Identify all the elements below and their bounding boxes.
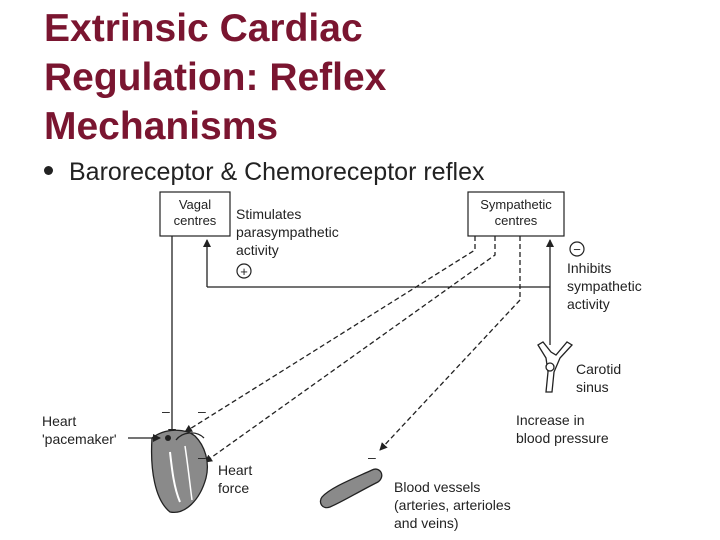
force-line-2: force <box>218 480 249 496</box>
title-line-2: Regulation: Reflex <box>44 56 387 99</box>
heart-force-label: Heart force <box>218 462 252 496</box>
stimulates-line-1: Stimulates <box>236 206 301 222</box>
inhibits-line-1: Inhibits <box>567 260 611 276</box>
minus-mark-1: – <box>162 403 170 419</box>
heart-label-line-1: Heart <box>42 413 76 429</box>
heart-pacemaker-label: Heart 'pacemaker' <box>42 413 117 447</box>
vagal-box-line-1: Vagal <box>179 197 211 212</box>
inhibits-line-2: sympathetic <box>567 278 642 294</box>
pressure-line-1: Increase in <box>516 412 584 428</box>
pressure-line-2: blood pressure <box>516 430 609 446</box>
bullet-dot-icon <box>44 165 53 175</box>
sympathetic-box-line-2: centres <box>495 213 538 228</box>
minus-mark-2: – <box>198 403 206 419</box>
title-line-3: Mechanisms <box>44 105 279 148</box>
plus-sign-text: + <box>240 264 248 279</box>
force-line-1: Heart <box>218 462 252 478</box>
heart-label-line-2: 'pacemaker' <box>42 431 117 447</box>
stimulates-line-2: parasympathetic <box>236 224 339 240</box>
heart-drawing <box>150 429 209 513</box>
inhibits-line-3: activity <box>567 296 610 312</box>
vagal-centres-box: Vagal centres <box>159 191 231 237</box>
vagal-box-line-2: centres <box>174 213 217 228</box>
afferent-pathway <box>203 239 554 345</box>
carotid-line-1: Carotid <box>576 361 621 377</box>
bullet-text: Baroreceptor & Chemoreceptor reflex <box>69 158 485 186</box>
title-line-1: Extrinsic Cardiac <box>44 7 363 50</box>
carotid-sinus-drawing <box>537 341 574 393</box>
sympathetic-centres-box: Sympathetic centres <box>467 191 565 237</box>
plus-sign-icon: + <box>236 263 252 279</box>
slide-title: Extrinsic Cardiac Regulation: Reflex Mec… <box>44 4 386 151</box>
blood-vessels-label: Blood vessels (arteries, arterioles and … <box>394 479 511 531</box>
stimulates-label: Stimulates parasympathetic activity <box>236 206 339 258</box>
carotid-line-2: sinus <box>576 379 609 395</box>
stimulates-line-3: activity <box>236 242 279 258</box>
vessels-line-3: and veins) <box>394 515 459 531</box>
bullet-item: Baroreceptor & Chemoreceptor reflex <box>44 158 484 187</box>
inhibits-label: Inhibits sympathetic activity <box>567 260 642 312</box>
vessels-line-1: Blood vessels <box>394 479 480 495</box>
sympathetic-efferent-lines <box>184 236 521 463</box>
sympathetic-box-line-1: Sympathetic <box>480 197 552 212</box>
minus-mark-3: – <box>198 449 206 465</box>
minus-mark-4: – <box>368 449 376 465</box>
minus-sign-text: − <box>573 242 581 257</box>
pressure-label: Increase in blood pressure <box>516 412 609 446</box>
blood-vessel-drawing <box>319 468 383 509</box>
vessels-line-2: (arteries, arterioles <box>394 497 511 513</box>
minus-sign-icon: − <box>569 241 585 257</box>
carotid-label: Carotid sinus <box>576 361 621 395</box>
